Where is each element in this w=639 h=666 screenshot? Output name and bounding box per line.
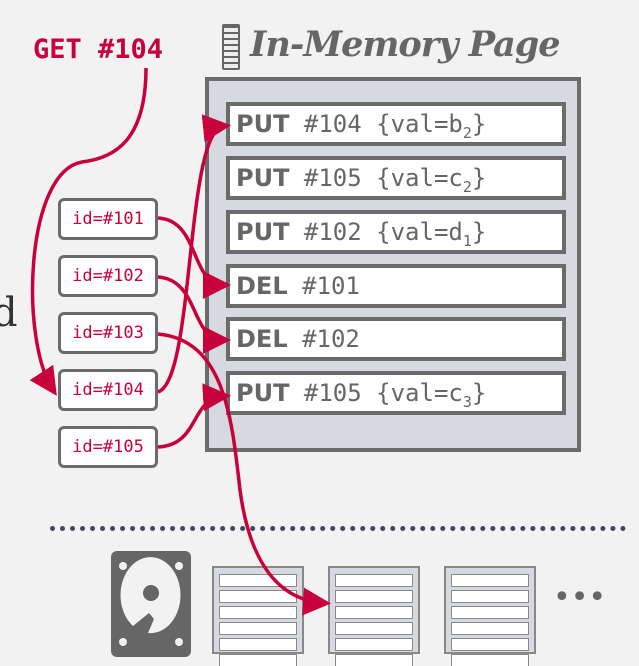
record-key: #105 xyxy=(303,164,362,192)
record-key: #101 xyxy=(302,272,360,300)
log-record: DEL #101 xyxy=(226,264,566,308)
log-record: DEL #102 xyxy=(226,317,566,361)
index-entry: id=#101 xyxy=(58,198,158,240)
record-op: DEL xyxy=(236,325,288,353)
record-close: } xyxy=(471,379,487,407)
disk-page-1 xyxy=(212,566,304,666)
record-key: #102 xyxy=(302,325,360,353)
record-version: 3 xyxy=(462,392,472,411)
record-version: 2 xyxy=(462,177,472,196)
record-val: {val=d xyxy=(376,218,463,246)
record-op: PUT xyxy=(236,379,290,407)
record-val: {val=c xyxy=(376,379,463,407)
record-key: #102 xyxy=(303,218,362,246)
disk-page-2 xyxy=(328,566,420,666)
record-key: #105 xyxy=(303,379,362,407)
memory-disk-divider xyxy=(50,526,626,531)
record-op: PUT xyxy=(236,110,290,138)
log-record: PUT #104 {val=b2} xyxy=(226,102,566,146)
index-entry: id=#103 xyxy=(58,312,158,354)
log-record: PUT #105 {val=c3} xyxy=(226,371,566,415)
record-op: PUT xyxy=(236,164,290,192)
disk-page-3 xyxy=(444,566,536,666)
record-version: 2 xyxy=(462,123,472,142)
record-op: DEL xyxy=(236,272,288,300)
hard-disk-icon xyxy=(111,551,191,657)
log-record: PUT #102 {val=d1} xyxy=(226,210,566,254)
cut-off-text: d xyxy=(0,290,18,336)
record-close: } xyxy=(471,164,487,192)
index-entry: id=#104 xyxy=(58,369,158,411)
record-op: PUT xyxy=(236,218,290,246)
record-val: {val=b xyxy=(376,110,463,138)
page-title: In-Memory Page xyxy=(250,24,560,65)
record-close: } xyxy=(471,218,487,246)
index-entry: id=#105 xyxy=(58,426,158,468)
index-entry: id=#102 xyxy=(58,255,158,297)
memory-icon xyxy=(222,24,240,70)
log-record: PUT #105 {val=c2} xyxy=(226,156,566,200)
record-close: } xyxy=(471,110,487,138)
record-version: 1 xyxy=(462,231,472,250)
record-val: {val=c xyxy=(376,164,463,192)
get-query: GET #104 xyxy=(33,34,164,65)
more-pages-ellipsis: ••• xyxy=(553,580,607,615)
record-key: #104 xyxy=(303,110,362,138)
